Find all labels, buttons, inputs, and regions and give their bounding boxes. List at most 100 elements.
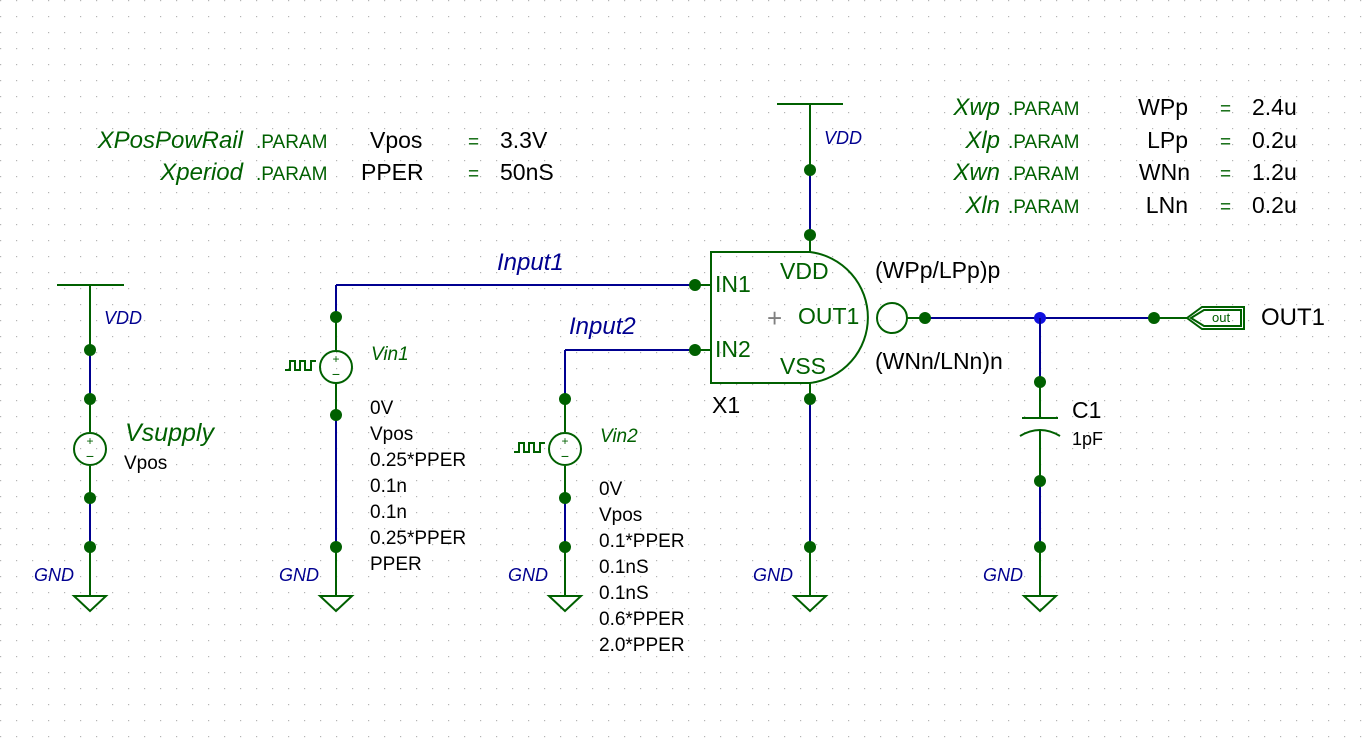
input2-net-label: Input2 [569, 313, 636, 340]
param-equals: = [1220, 132, 1231, 153]
plus-icon: + [332, 352, 339, 366]
pin-dot[interactable] [804, 229, 816, 241]
ground-icon [71, 595, 109, 613]
vdd-net-label: VDD [824, 128, 862, 148]
pin-dot[interactable] [84, 492, 96, 504]
vin1-param: Vpos [370, 424, 413, 445]
output-port-flag-inner [1189, 309, 1242, 327]
param-equals: = [1220, 164, 1231, 185]
gnd-net-label: GND [279, 565, 319, 585]
vin2-param: 2.0*PPER [599, 635, 685, 656]
param-keyword: .PARAM [1008, 197, 1079, 218]
param-keyword: .PARAM [1008, 99, 1079, 120]
pin-label-in2: IN2 [715, 336, 751, 362]
pin-dot[interactable] [689, 279, 701, 291]
param-equals: = [1220, 99, 1231, 120]
capacitor-name[interactable]: C1 [1072, 397, 1101, 423]
pin-dot[interactable] [330, 311, 342, 323]
pin-label-vdd: VDD [780, 258, 829, 284]
ground-icon [317, 595, 355, 613]
vin2-param: 0.1nS [599, 557, 649, 578]
pmos-size-label: (WPp/LPp)p [875, 257, 1000, 283]
pin-dot[interactable] [84, 344, 96, 356]
input1-net-label: Input1 [497, 249, 564, 276]
param-value[interactable]: 50nS [500, 159, 554, 185]
pin-dot[interactable] [559, 541, 571, 553]
ground-icon [546, 595, 584, 613]
param-value[interactable]: 0.2u [1252, 192, 1297, 218]
output-port-name: out [1212, 310, 1230, 325]
param-name[interactable]: Xln [964, 192, 1000, 219]
param-equals: = [1220, 197, 1231, 218]
param-block-right: Xwp .PARAM WPp = 2.4u Xlp .PARAM LPp = 0… [952, 94, 1296, 219]
output-port-flag[interactable] [1185, 306, 1245, 330]
pin-dot[interactable] [559, 393, 571, 405]
pin-dot[interactable] [1034, 376, 1046, 388]
vin1-param: 0V [370, 398, 394, 419]
vin1-param: 0.25*PPER [370, 450, 466, 471]
gnd-net-label: GND [508, 565, 548, 585]
pin-dot[interactable] [1034, 475, 1046, 487]
minus-icon: − [86, 448, 94, 464]
gnd-net-label: GND [753, 565, 793, 585]
vin2-param: 0V [599, 479, 623, 500]
output-net: out OUT1 GND C1 1pF [907, 304, 1325, 613]
pin-dot[interactable] [330, 409, 342, 421]
nand-gate-body[interactable] [710, 251, 869, 384]
vin2-branch: Input2 + − GND Vin2 0V Vpos 0.1*PPER 0.1… [508, 313, 695, 656]
vin2-param: 0.1nS [599, 583, 649, 604]
pin-dot[interactable] [84, 541, 96, 553]
vin1-param: 0.1n [370, 476, 407, 497]
pin-label-vss: VSS [780, 353, 826, 379]
param-name[interactable]: Xwn [952, 159, 1000, 186]
pin-dot[interactable] [559, 492, 571, 504]
pin-label-in1: IN1 [715, 271, 751, 297]
vin1-param: 0.25*PPER [370, 528, 466, 549]
vin2-name[interactable]: Vin2 [600, 426, 638, 447]
param-equals: = [468, 132, 479, 153]
plus-icon: + [561, 434, 568, 448]
pin-dot[interactable] [84, 393, 96, 405]
capacitor-value: 1pF [1072, 429, 1103, 449]
pulse-waveform-icon [285, 360, 316, 371]
output-net-label[interactable]: OUT1 [1261, 304, 1325, 331]
param-name[interactable]: XPosPowRail [97, 127, 244, 154]
vin1-name[interactable]: Vin1 [371, 344, 409, 365]
ground-icon [1021, 595, 1059, 613]
param-name[interactable]: Xwp [952, 94, 1000, 121]
param-name[interactable]: Xlp [964, 127, 1000, 154]
gate-instance-name[interactable]: X1 [712, 392, 740, 418]
pin-dot[interactable] [1034, 541, 1046, 553]
gnd-net-label: GND [983, 565, 1023, 585]
vin1-param: PPER [370, 554, 422, 575]
param-variable: Vpos [370, 127, 422, 153]
minus-icon: − [561, 448, 569, 464]
pin-dot[interactable] [330, 541, 342, 553]
param-keyword: .PARAM [256, 164, 327, 185]
pin-dot[interactable] [804, 393, 816, 405]
pin-dot[interactable] [804, 541, 816, 553]
param-value[interactable]: 0.2u [1252, 127, 1297, 153]
minus-icon: − [332, 366, 340, 382]
param-name[interactable]: Xperiod [159, 159, 243, 186]
param-value[interactable]: 3.3V [500, 127, 548, 153]
param-variable: LNn [1146, 192, 1188, 218]
pin-dot[interactable] [689, 344, 701, 356]
vdd-net-label: VDD [104, 308, 142, 328]
vsupply-value: Vpos [124, 453, 167, 474]
vin2-param: 0.1*PPER [599, 531, 685, 552]
gnd-net-label: GND [34, 565, 74, 585]
voltage-source-symbol[interactable] [73, 432, 107, 466]
plus-icon: + [86, 434, 93, 448]
param-value[interactable]: 2.4u [1252, 94, 1297, 120]
pin-dot[interactable] [919, 312, 931, 324]
plus-icon: + [767, 303, 782, 333]
vin2-param: Vpos [599, 505, 642, 526]
gate-x1: VDD IN1 IN2 VDD VSS OUT1 + (WPp/LPp)p (W… [689, 103, 1003, 613]
param-value[interactable]: 1.2u [1252, 159, 1297, 185]
vsupply-name[interactable]: Vsupply [125, 419, 215, 447]
pulse-source-symbol[interactable] [548, 432, 582, 466]
pin-dot[interactable] [804, 164, 816, 176]
